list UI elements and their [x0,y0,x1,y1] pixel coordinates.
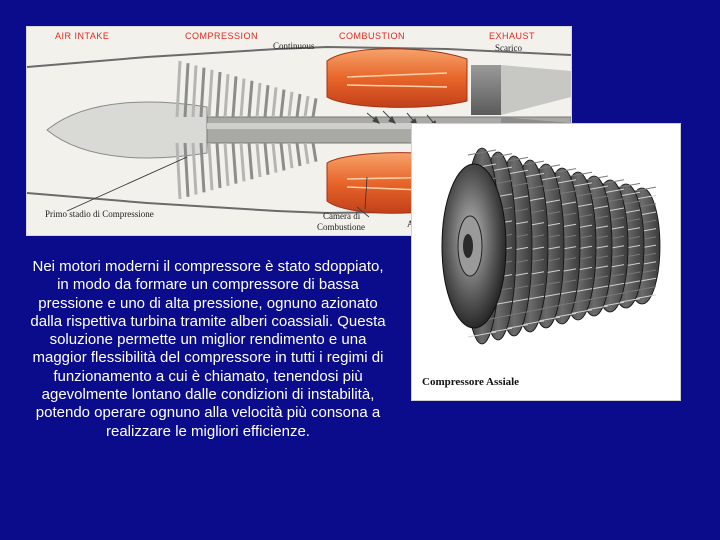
compressor-blade [175,142,182,200]
compressor-blade [175,60,182,118]
compressor-blade [287,142,294,169]
compressor-blade [255,142,262,178]
rotor-blade [467,331,497,338]
compressor-blade [191,65,198,118]
compressor-blade [199,142,206,193]
callout-camera-line1: Camera di [323,211,361,221]
compressor-blade [207,142,214,191]
compressor-blade [191,142,198,195]
body-paragraph: Nei motori moderni il compressore è stat… [30,258,386,440]
label-compression: COMPRESSION [185,31,259,41]
compressor-blade [199,67,206,118]
combustor-top [326,48,468,108]
compressor-blade [255,82,262,118]
callout-primo-stadio: Primo stadio di Compressione [45,209,154,219]
turbine-top [471,65,501,115]
callout-line-camera [364,176,368,210]
compressor-blades-top [175,60,318,118]
label-air-intake: AIR INTAKE [55,31,110,41]
compressor-blade [279,142,286,171]
compressor-blade [247,80,254,118]
compressor-blade [279,89,286,118]
compressor-blade [207,69,214,118]
compressor-blade [215,142,222,189]
compressor-blade [311,142,318,162]
nose-cone [46,101,208,159]
compressor-blade [231,76,238,118]
compressor-blade [231,142,238,184]
shaft-highlight [207,123,571,129]
compressor-blade [271,87,278,118]
callout-line-primo [66,156,188,212]
compressor-blade [239,142,246,182]
compressor-blade [311,98,318,118]
compressor-rotor-illustration [441,147,661,345]
photo-caption: Compressore Assiale [422,376,520,388]
compressor-blade [183,63,190,118]
compressor-blade [223,74,230,118]
compressor-blade [303,142,310,165]
compressor-blade [303,95,310,118]
compressor-blade [287,91,294,118]
rotor-blade [467,149,497,156]
label-exhaust: EXHAUST [489,31,536,41]
callout-edge-letter: A [407,219,414,229]
compressor-blade [263,142,270,175]
compressor-blades-bottom [175,142,318,200]
compressor-blade [295,142,302,167]
compressor-blade [263,85,270,118]
exhaust-top [501,65,571,115]
compressor-blade [271,142,278,173]
axial-compressor-photo: Compressore Assiale [411,123,681,401]
compressor-blade [183,142,190,197]
compressor-blade [247,142,254,180]
compressor-blade [223,142,230,186]
compressor-blade [295,93,302,118]
rotor-hub-center [463,234,473,258]
label-scarico: Scarico [495,43,522,53]
callout-camera-line2: Combustione [317,222,366,232]
compressor-blade [239,78,246,118]
compressor-blade [215,71,222,118]
engine-casing-top [27,45,571,68]
label-combustion: COMBUSTION [339,31,406,41]
label-continuous: Continuous [273,41,315,51]
